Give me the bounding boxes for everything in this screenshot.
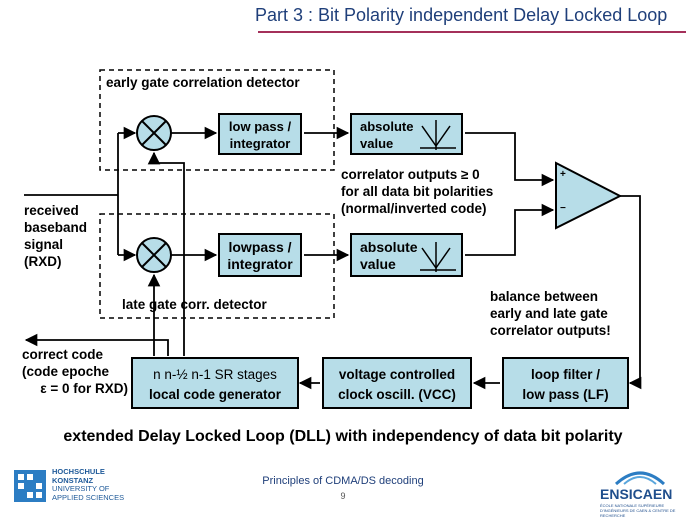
vcc-line1: voltage controlled	[338, 367, 456, 382]
balance-note-line2: early and late gate	[490, 306, 608, 321]
balance-note-line1: balance between	[490, 289, 599, 304]
ensicaen-logo-text: ENSICAEN	[600, 486, 673, 502]
late-detector-label: late gate corr. detector	[122, 297, 267, 312]
comparator-plus: +	[560, 169, 566, 180]
late-absolute-line1: absolute	[360, 239, 418, 255]
input-label: received baseband signal (RXD)	[24, 202, 87, 270]
vcc-block: voltage controlled clock oscill. (VCC)	[322, 357, 472, 409]
early-absolute-line1: absolute	[360, 119, 414, 134]
page-number: 9	[340, 491, 346, 501]
late-detector-frame	[99, 213, 335, 319]
correct-code-line1: correct code	[22, 347, 104, 362]
ensicaen-logo-icon	[614, 471, 666, 486]
diagram-caption: extended Delay Locked Loop (DLL) with in…	[63, 428, 623, 445]
correlator-note: correlator outputs ≥ 0 for all data bit …	[341, 166, 493, 217]
late-absolute-block: absolute value	[350, 233, 463, 277]
early-detector-label: early gate correlation detector	[106, 75, 300, 90]
comparator	[555, 161, 623, 230]
late-absolute-line2: value	[360, 256, 396, 272]
input-label-line1: received	[24, 203, 79, 218]
loop-filter-line2: low pass (LF)	[522, 387, 609, 402]
early-absolute-line2: value	[360, 136, 394, 151]
input-label-line3: signal	[24, 237, 64, 252]
correlator-note-line1: correlator outputs ≥ 0	[341, 167, 480, 182]
logo-line4: APPLIED SCIENCES	[52, 492, 125, 502]
loop-filter-line1: loop filter /	[531, 367, 600, 382]
input-label-line4: (RXD)	[24, 254, 62, 269]
ensicaen-logo-subtext: ÉCOLE NATIONALE SUPÉRIEURE D'INGÉNIEURS …	[600, 503, 676, 518]
sr-stages-label: n n-½ n-1 SR stages	[153, 367, 277, 382]
early-lowpass-block: low pass / integrator	[218, 113, 302, 155]
balance-note-line3: correlator outputs!	[490, 323, 611, 338]
hochschule-logo-icon	[14, 470, 46, 502]
correlator-note-line3: (normal/inverted code)	[341, 201, 487, 216]
local-code-generator-block: n n-½ n-1 SR stages local code generator	[131, 357, 299, 409]
correlator-note-line2: for all data bit polarities	[341, 184, 494, 199]
vcc-line2: clock oscill. (VCC)	[338, 387, 456, 402]
logo-line1: HOCHSCHULE	[52, 467, 105, 476]
footer-text: Principles of CDMA/DS decoding	[262, 475, 424, 487]
comparator-minus: −	[560, 203, 566, 214]
input-label-line2: baseband	[24, 220, 88, 235]
local-code-generator-label: local code generator	[148, 387, 282, 402]
early-lowpass-line1: low pass /	[228, 119, 292, 134]
late-lowpass-line2: integrator	[227, 256, 293, 272]
correct-code-label: correct code (code epoche ε = 0 for RXD)	[22, 346, 128, 397]
late-multiplier	[136, 237, 172, 273]
late-lowpass-block: lowpass / integrator	[218, 233, 302, 277]
balance-note: balance between early and late gate corr…	[490, 288, 611, 339]
hochschule-logo-text: HOCHSCHULE KONSTANZ UNIVERSITY OF APPLIE…	[52, 467, 125, 502]
logo-line2: KONSTANZ	[52, 475, 94, 485]
title-underline	[258, 31, 686, 33]
early-detector-frame	[99, 69, 335, 171]
loop-filter-block: loop filter / low pass (LF)	[502, 357, 629, 409]
correct-code-line3: ε = 0 for RXD)	[40, 381, 128, 396]
correct-code-line2: (code epoche	[22, 364, 110, 379]
logo-line3: UNIVERSITY OF	[52, 484, 110, 493]
early-lowpass-line2: integrator	[229, 136, 291, 151]
page-title: Part 3 : Bit Polarity independent Delay …	[255, 5, 668, 25]
late-lowpass-line1: lowpass /	[228, 239, 292, 255]
